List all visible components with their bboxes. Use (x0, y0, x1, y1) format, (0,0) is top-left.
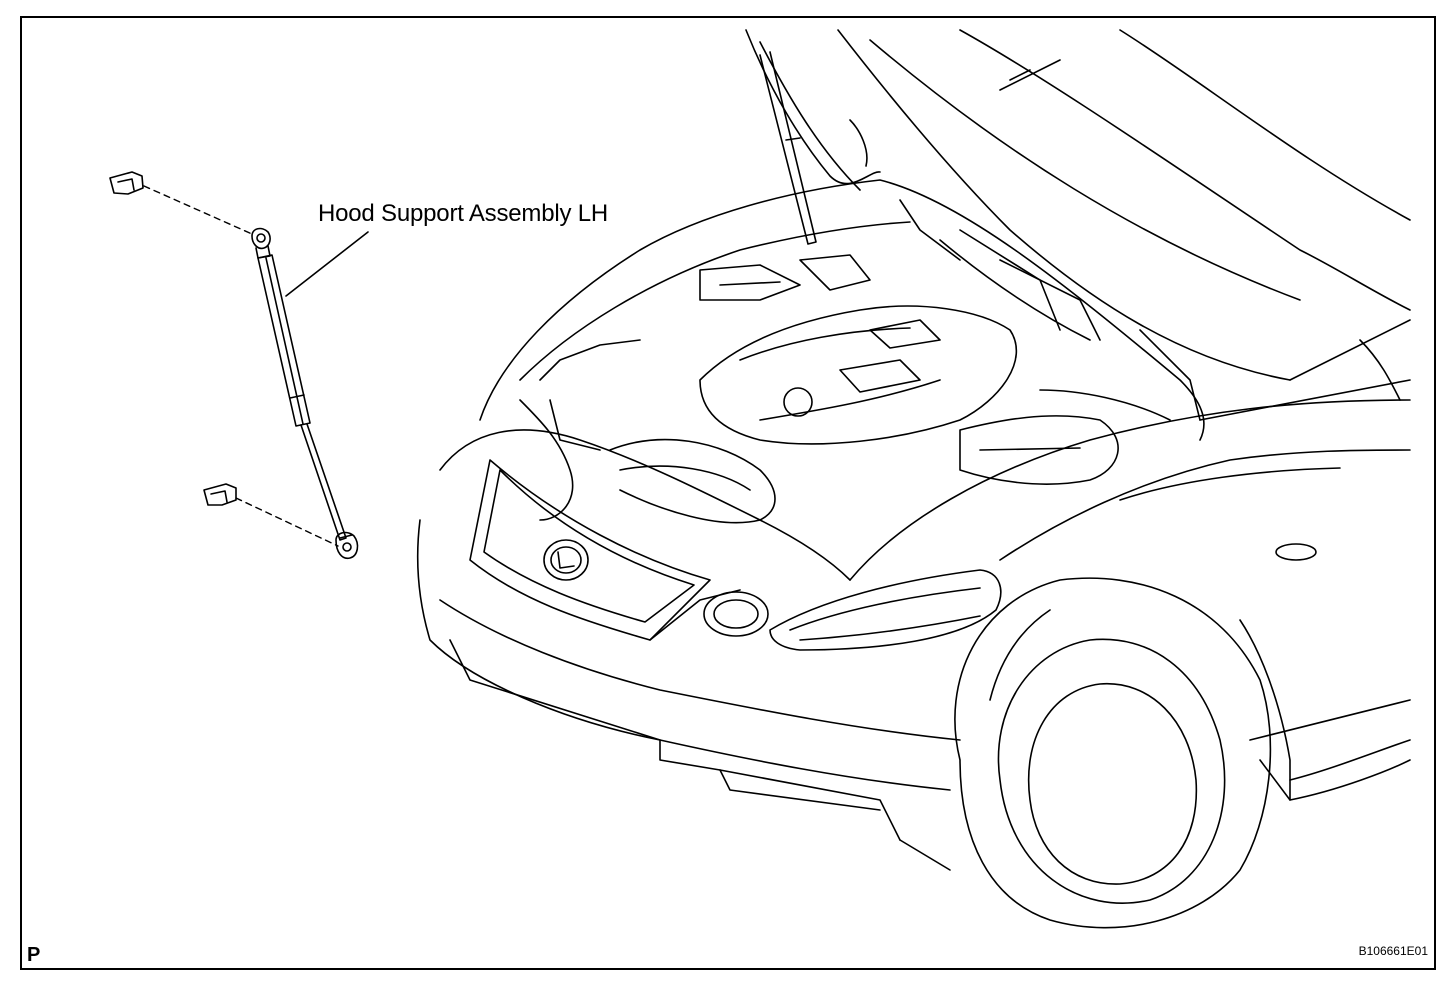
callout-label: Hood Support Assembly LH (318, 200, 609, 227)
callout-leader (285, 231, 369, 297)
front-wheel (954, 577, 1411, 929)
engine-bay (479, 179, 1205, 524)
diagram-frame (20, 16, 1436, 970)
dashed-guide-lines (143, 185, 339, 547)
corner-mark: P (27, 944, 41, 966)
figure-id: B106661E01 (1358, 944, 1428, 958)
installed-hood-strut (759, 51, 817, 245)
upper-clip (109, 171, 144, 195)
raised-hood (745, 29, 1411, 381)
lower-clip (203, 483, 237, 506)
front-fascia (416, 429, 1002, 871)
hood-support-strut (251, 227, 359, 560)
front-fender (849, 339, 1411, 581)
vehicle-illustration (416, 29, 1411, 929)
